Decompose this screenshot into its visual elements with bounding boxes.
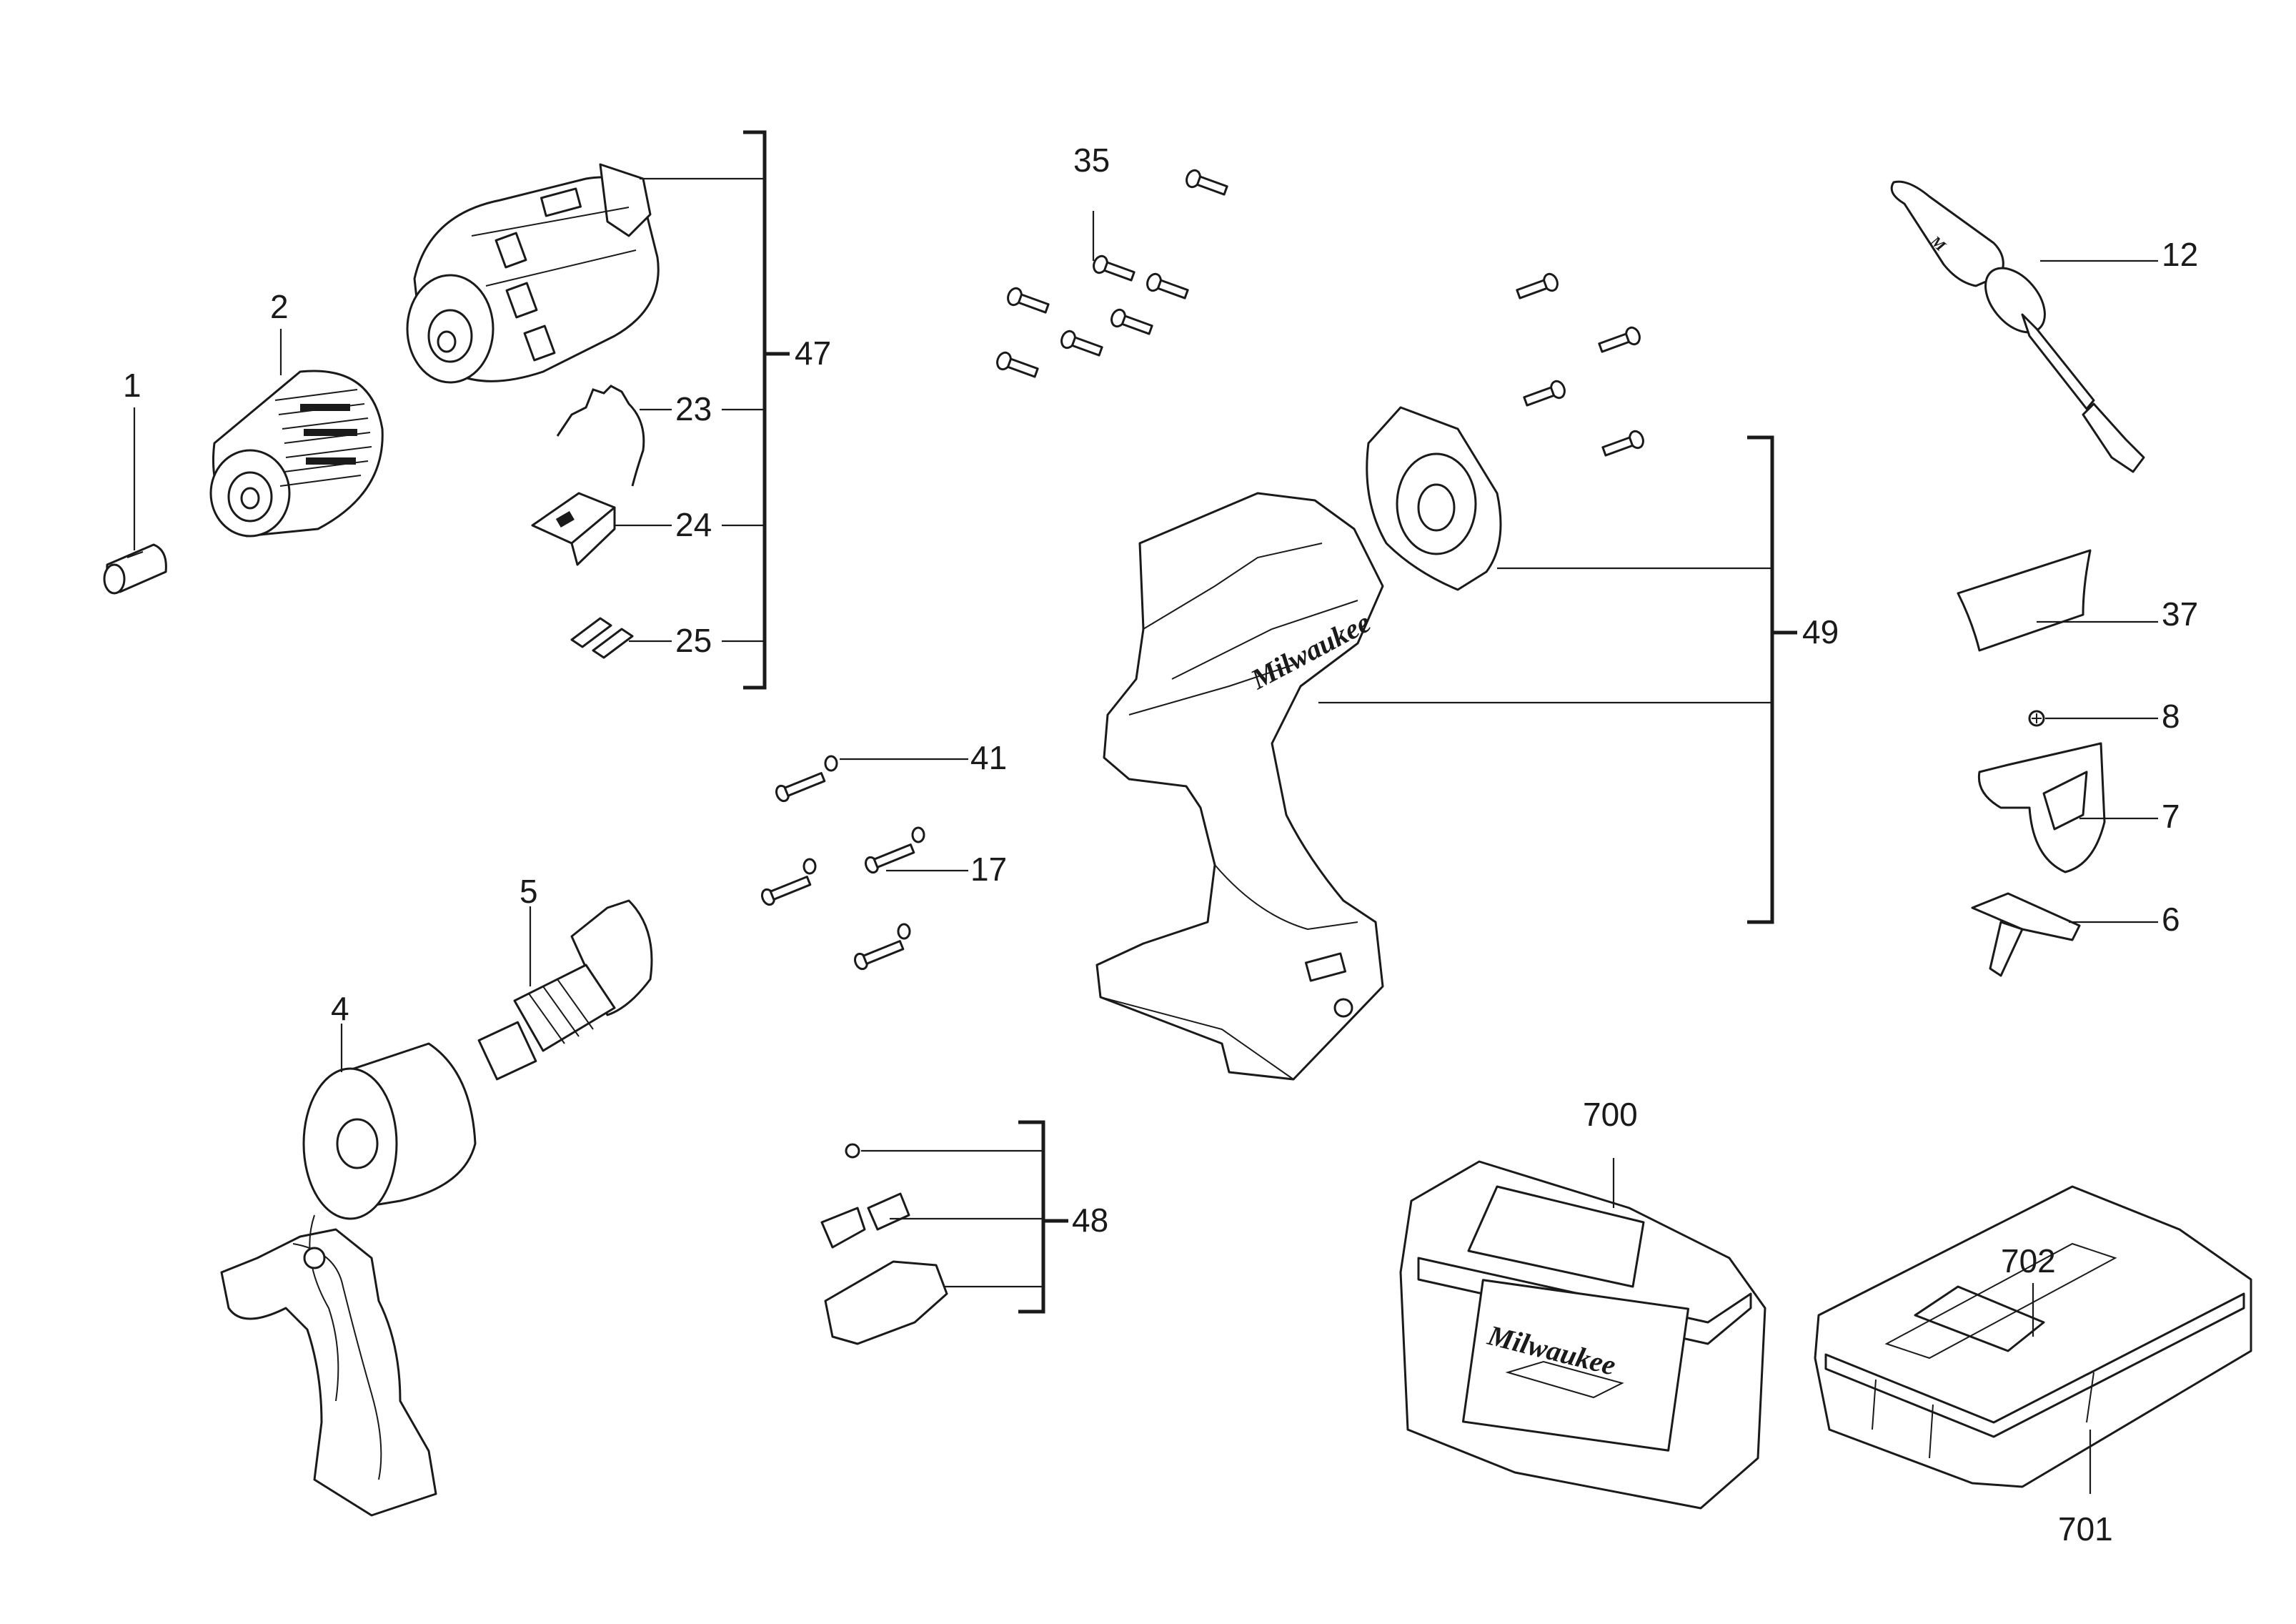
part-35-screws [996, 169, 1644, 457]
part-2-keyless-chuck [209, 370, 384, 538]
part-48-clip-set [820, 1143, 948, 1345]
part-5-armature [477, 899, 653, 1081]
part-49-housing: Milwaukee [1095, 406, 1502, 1081]
label-49: 49 [1802, 613, 1839, 650]
part-17-pins [761, 826, 925, 971]
label-24: 24 [675, 506, 712, 543]
label-6: 6 [2162, 901, 2180, 938]
label-35: 35 [1073, 142, 1110, 179]
part-41-pin [775, 755, 838, 803]
part-24-selector [531, 492, 616, 566]
part-7-belt-hook [1977, 742, 2106, 873]
part-23-spring-clip [556, 385, 645, 487]
part-8-screw [2028, 710, 2045, 727]
label-48: 48 [1072, 1202, 1108, 1239]
label-12: 12 [2162, 236, 2198, 273]
bracket-47 [722, 130, 790, 690]
label-41: 41 [970, 739, 1007, 776]
label-7: 7 [2162, 798, 2180, 835]
part-47-gearbox [406, 163, 660, 384]
part-12-side-handle: M [1890, 180, 2145, 473]
part-37-label [1957, 549, 2092, 652]
label-4: 4 [331, 990, 349, 1027]
label-25: 25 [675, 622, 712, 659]
label-5: 5 [520, 873, 538, 910]
label-701: 701 [2058, 1510, 2113, 1548]
part-700-carry-case: Milwaukee [1399, 1160, 1766, 1510]
label-8: 8 [2162, 698, 2180, 735]
label-702: 702 [2001, 1242, 2056, 1279]
label-47: 47 [795, 335, 831, 372]
part-702-case-insert [1884, 1242, 2117, 1360]
part-4-motor-assembly [220, 1042, 477, 1517]
part-25-clips [570, 617, 634, 659]
label-1: 1 [123, 367, 141, 404]
chuck-knurling [274, 389, 372, 487]
label-37: 37 [2162, 595, 2198, 633]
bracket-49 [1747, 435, 1797, 924]
label-2: 2 [270, 288, 289, 325]
part-1-bit-holder [103, 543, 167, 595]
part-6-bit-clip [1971, 892, 2081, 977]
bracket-48 [861, 1120, 1068, 1314]
label-700: 700 [1583, 1096, 1638, 1133]
label-17: 17 [970, 851, 1007, 888]
label-23: 23 [675, 390, 712, 427]
